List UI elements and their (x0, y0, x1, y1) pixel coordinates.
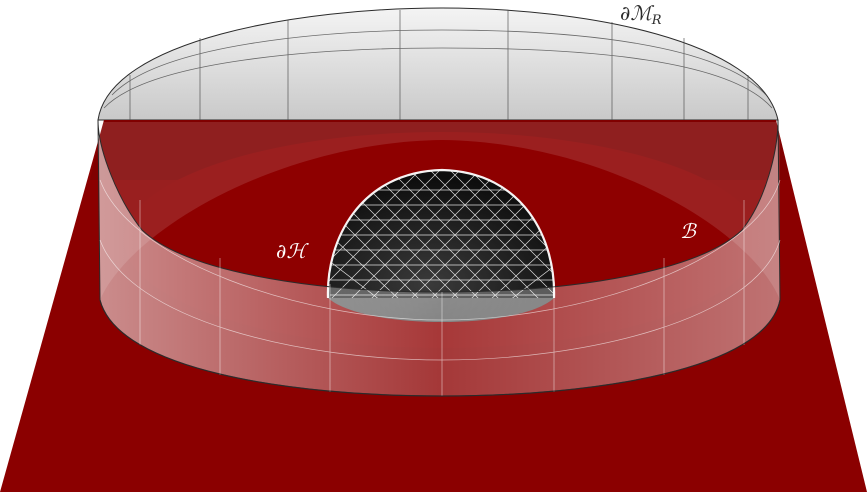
hemisphere-mesh (327, 170, 555, 298)
cylinder-back-wall (97, 7, 779, 121)
cylinder-front-wall (97, 119, 781, 397)
horizon-label: ∂ℋ (276, 239, 309, 263)
surface-b-label: ℬ (680, 219, 697, 243)
outer-boundary-label: ∂ℳR (620, 1, 662, 28)
cylinder-inner-wall (100, 122, 780, 300)
